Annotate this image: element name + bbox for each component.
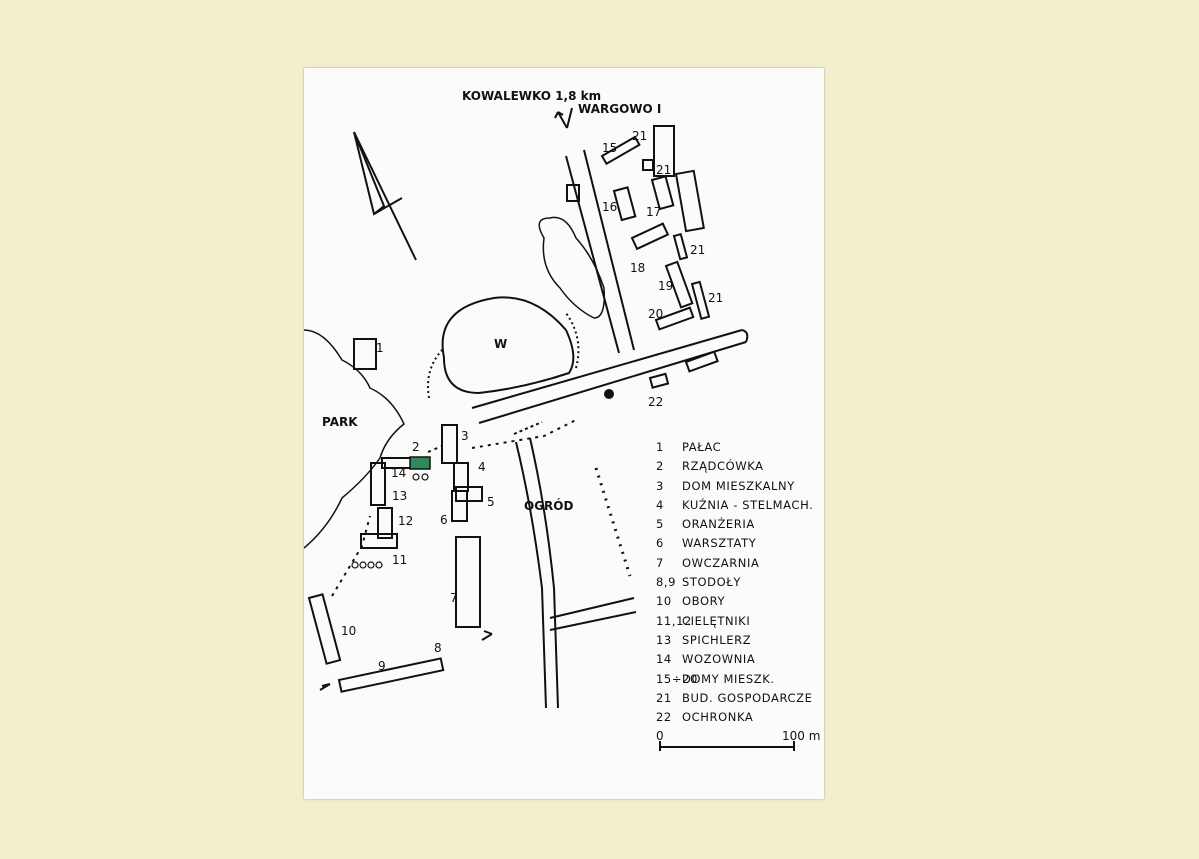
- building-number: 20: [648, 307, 663, 321]
- building-number: 3: [461, 429, 469, 443]
- building-number: 12: [398, 514, 413, 528]
- road-label-kowalewko: KOWALEWKO 1,8 km: [462, 89, 601, 103]
- building-number: 17: [646, 205, 661, 219]
- scale-end-label: 100 m: [782, 729, 820, 743]
- pond-outline: [441, 296, 575, 395]
- rzadcowka-highlight: [409, 456, 431, 470]
- building-number: 19: [658, 279, 673, 293]
- building-number: 10: [341, 624, 356, 638]
- building-number: 9: [378, 659, 386, 673]
- building-number: 4: [478, 460, 486, 474]
- building-number: 6: [440, 513, 448, 527]
- building-number: 2: [412, 440, 420, 454]
- building-number: 13: [392, 489, 407, 503]
- estate-plan: KOWALEWKO 1,8 km WARGOWO I PARK OGRÓD W …: [304, 89, 820, 751]
- building-number: 15: [602, 141, 617, 155]
- legend-item: 11,12CIELĘTNIKI: [656, 613, 751, 628]
- north-arrow-icon: [353, 131, 417, 261]
- building-number: 18: [630, 261, 645, 275]
- legend-item: 15÷20DOMY MIESZK.: [656, 671, 775, 686]
- building-number: 11: [392, 553, 407, 567]
- building-number: 7: [450, 591, 458, 605]
- building-number: 14: [391, 466, 406, 480]
- scale-start-label: 0: [656, 729, 664, 743]
- building-number: 21: [632, 129, 647, 143]
- building-number: 21: [708, 291, 723, 305]
- garden-label: OGRÓD: [524, 498, 573, 513]
- pond-label: W: [494, 337, 507, 351]
- road-label-wargowo: WARGOWO I: [578, 102, 661, 116]
- map-sheet: KOWALEWKO 1,8 km WARGOWO I PARK OGRÓD W …: [304, 68, 824, 799]
- building-number: 5: [487, 495, 495, 509]
- building-number: 1: [376, 341, 384, 355]
- park-label: PARK: [322, 415, 358, 429]
- building-number: 8: [434, 641, 442, 655]
- building-number: 21: [690, 243, 705, 257]
- building-number: 22: [648, 395, 663, 409]
- building-number: 16: [602, 200, 617, 214]
- building-number: 21: [656, 163, 671, 177]
